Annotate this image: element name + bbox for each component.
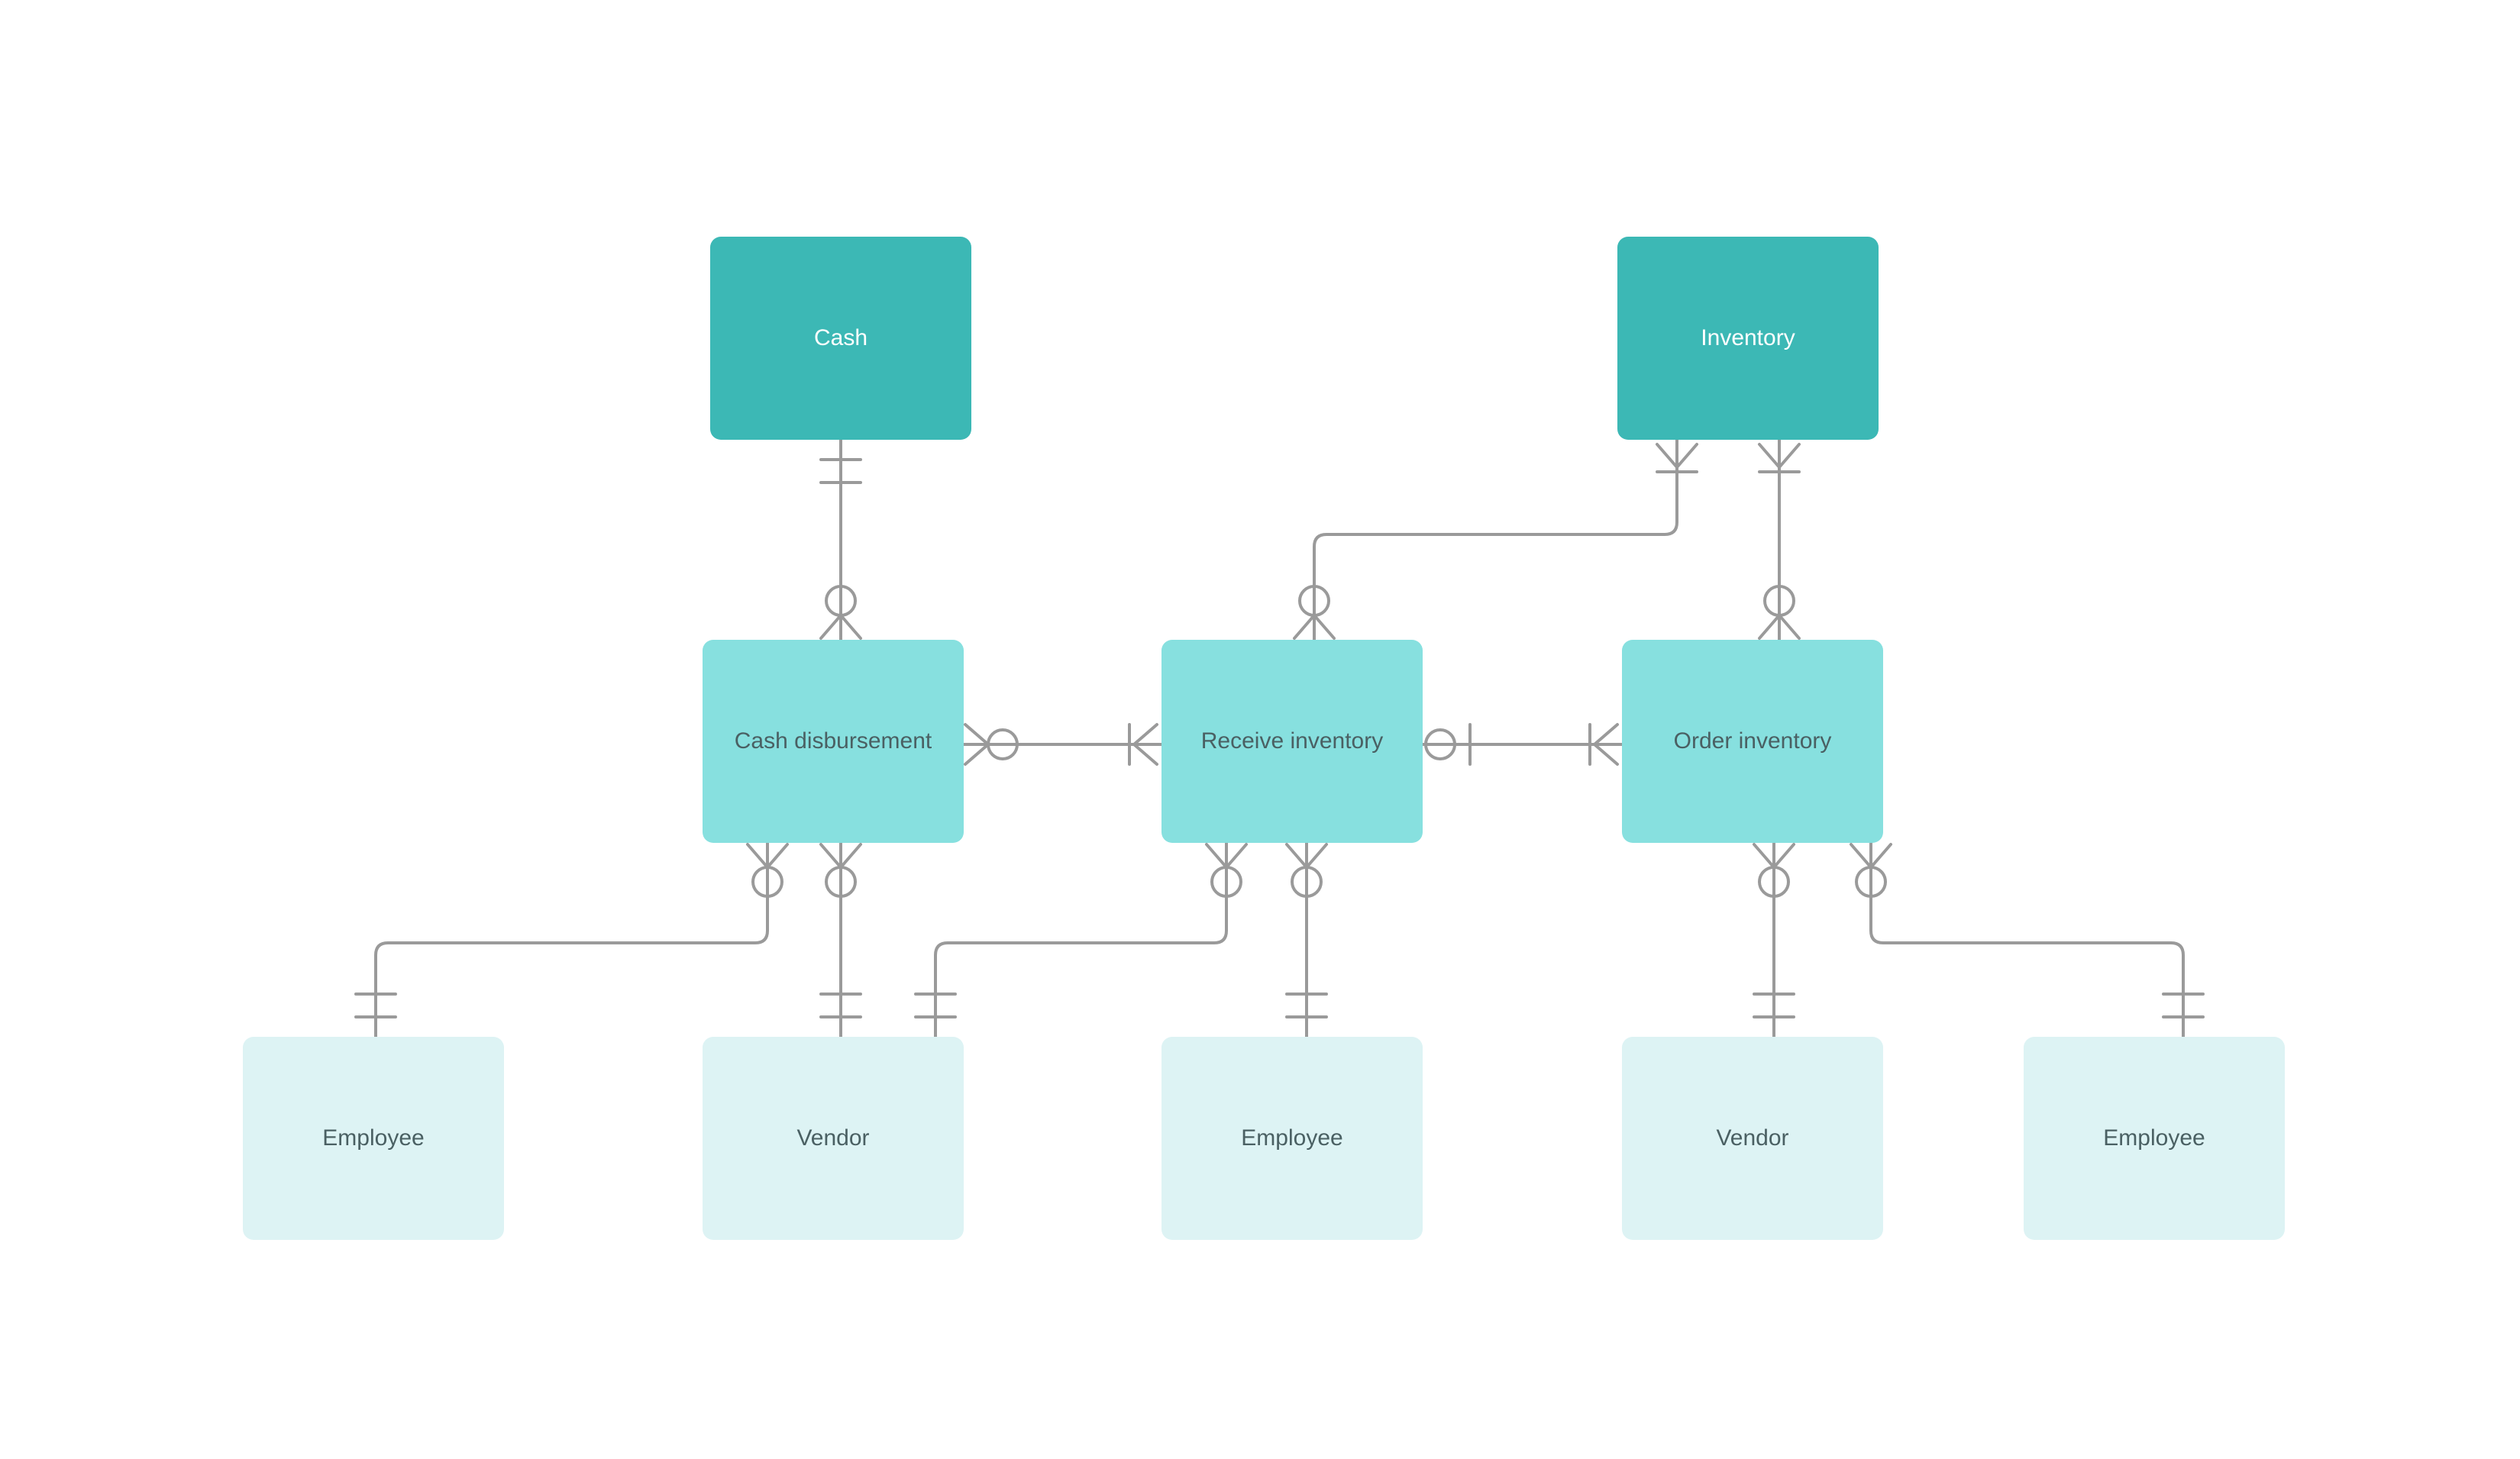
crows-foot-prong — [839, 843, 862, 869]
entity-label: Vendor — [796, 1125, 870, 1151]
entity-receive_inv[interactable]: Receive inventory — [1161, 640, 1423, 843]
crows-foot-prong — [1225, 843, 1248, 869]
crows-foot-prong — [1778, 614, 1801, 640]
crows-foot-prong — [1753, 843, 1775, 869]
crows-foot-prong — [1305, 843, 1328, 869]
connector-line — [374, 841, 769, 1038]
cardinality-circle — [1424, 728, 1456, 760]
crows-foot-prong — [746, 843, 769, 869]
entity-label: Order inventory — [1673, 728, 1832, 754]
crows-foot-prong — [1293, 614, 1316, 640]
rel-receiveinv-vendor — [914, 841, 1248, 1038]
rel-orderinv-employee — [1850, 841, 2205, 1038]
rel-cashdisb-vendor — [819, 841, 862, 1038]
crows-foot-prong — [1758, 614, 1781, 640]
entity-vendor_2[interactable]: Vendor — [1622, 1037, 1883, 1240]
entity-inventory[interactable]: Inventory — [1617, 237, 1879, 440]
crows-foot-prong — [819, 843, 842, 869]
entity-employee_3[interactable]: Employee — [2024, 1037, 2285, 1240]
entity-label: Receive inventory — [1200, 728, 1384, 754]
crows-foot-prong — [1285, 843, 1308, 869]
connector-line — [1869, 841, 2185, 1038]
crows-foot-prong — [1132, 743, 1158, 766]
entity-employee_2[interactable]: Employee — [1161, 1037, 1423, 1240]
cardinality-circle — [1758, 866, 1790, 898]
crows-foot-prong — [839, 614, 862, 640]
entity-employee_1[interactable]: Employee — [243, 1037, 504, 1240]
cardinality-circle — [751, 866, 783, 898]
entity-cash[interactable]: Cash — [710, 237, 971, 440]
rel-cash-cashdisb — [819, 438, 862, 641]
connector-line — [934, 841, 1228, 1038]
crows-foot-prong — [1675, 443, 1698, 469]
cardinality-circle — [825, 585, 857, 617]
entity-label: Employee — [2103, 1125, 2205, 1151]
rel-receiveinv-employee — [1285, 841, 1328, 1038]
crows-foot-prong — [766, 843, 789, 869]
cardinality-circle — [1855, 866, 1887, 898]
crows-foot-prong — [1593, 723, 1619, 746]
entity-label: Inventory — [1701, 325, 1795, 351]
rel-inv-receiveinv — [1293, 438, 1698, 641]
cardinality-circle — [1763, 585, 1795, 617]
crows-foot-prong — [1758, 443, 1781, 469]
rel-cashdisb-employee — [354, 841, 789, 1038]
cardinality-circle — [1298, 585, 1330, 617]
entity-label: Cash — [813, 325, 868, 351]
entity-label: Vendor — [1716, 1125, 1789, 1151]
entity-vendor_1[interactable]: Vendor — [703, 1037, 964, 1240]
connector-line — [1313, 438, 1678, 641]
cardinality-circle — [825, 866, 857, 898]
crows-foot-prong — [1205, 843, 1228, 869]
entity-label: Employee — [322, 1125, 425, 1151]
crows-foot-prong — [1313, 614, 1336, 640]
crows-foot-prong — [1869, 843, 1892, 869]
crows-foot-prong — [819, 614, 842, 640]
entity-cash_disb[interactable]: Cash disbursement — [703, 640, 964, 843]
cardinality-circle — [1291, 866, 1323, 898]
rel-receiveinv-orderinv — [1421, 723, 1623, 766]
crows-foot-prong — [1778, 443, 1801, 469]
rel-inv-orderinv — [1758, 438, 1801, 641]
crows-foot-prong — [1772, 843, 1795, 869]
rel-cashdisb-receiveinv — [962, 723, 1163, 766]
cardinality-circle — [987, 728, 1019, 760]
crows-foot-prong — [964, 743, 990, 766]
crows-foot-prong — [1132, 723, 1158, 746]
entity-label: Employee — [1241, 1125, 1343, 1151]
crows-foot-prong — [1850, 843, 1872, 869]
entity-order_inv[interactable]: Order inventory — [1622, 640, 1883, 843]
rel-orderinv-vendor — [1753, 841, 1795, 1038]
cardinality-circle — [1210, 866, 1242, 898]
crows-foot-prong — [1656, 443, 1678, 469]
crows-foot-prong — [1593, 743, 1619, 766]
crows-foot-prong — [964, 723, 990, 746]
entity-label: Cash disbursement — [734, 728, 932, 754]
